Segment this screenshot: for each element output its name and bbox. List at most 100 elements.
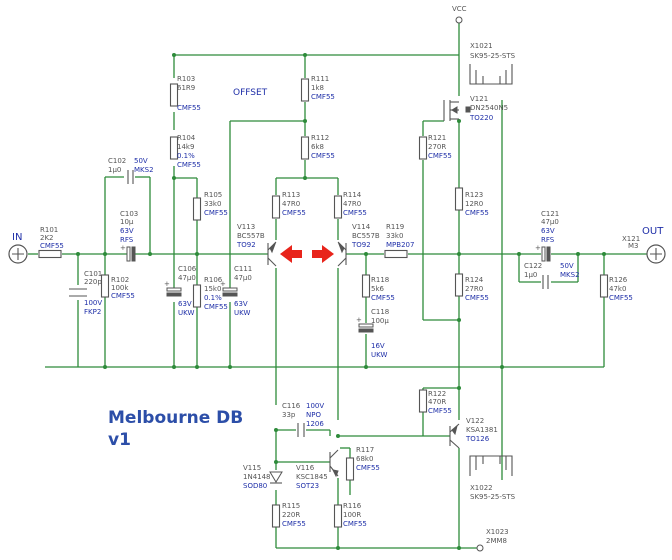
svg-text:63V: 63V <box>234 300 248 308</box>
resistor-R118 <box>361 274 371 298</box>
svg-text:270R: 270R <box>428 143 446 151</box>
transistor-V116 <box>329 449 339 478</box>
svg-text:UKW: UKW <box>178 309 194 317</box>
capacitor-C118: + <box>356 316 374 333</box>
svg-text:R124: R124 <box>465 276 484 284</box>
svg-text:63V: 63V <box>120 227 134 235</box>
svg-text:CMF55: CMF55 <box>465 209 489 217</box>
red-arrows-icon <box>280 245 334 263</box>
svg-text:R115: R115 <box>282 502 300 510</box>
svg-text:SOT23: SOT23 <box>296 482 319 490</box>
svg-text:100V: 100V <box>306 402 324 410</box>
svg-text:KSC1845: KSC1845 <box>296 473 328 481</box>
svg-text:100R: 100R <box>343 511 361 519</box>
svg-text:220R: 220R <box>282 511 300 519</box>
svg-text:2K2: 2K2 <box>40 234 54 242</box>
resistor-R119 <box>384 249 408 259</box>
svg-text:M3: M3 <box>628 242 639 250</box>
svg-text:V113: V113 <box>237 223 255 231</box>
resistor-R123 <box>454 187 464 211</box>
svg-text:R104: R104 <box>177 134 196 142</box>
transistor-V114 <box>337 241 347 267</box>
connector-X1023-icon <box>476 544 484 552</box>
svg-text:C116: C116 <box>282 402 301 410</box>
svg-text:CMF55: CMF55 <box>311 152 335 160</box>
capacitor-C102 <box>127 170 134 184</box>
svg-text:V114: V114 <box>352 223 371 231</box>
svg-text:KSA1381: KSA1381 <box>466 426 498 434</box>
svg-text:V122: V122 <box>466 417 484 425</box>
svg-text:1μ0: 1μ0 <box>108 166 121 174</box>
svg-text:CMF55: CMF55 <box>609 294 633 302</box>
svg-text:R118: R118 <box>371 276 389 284</box>
svg-text:47R0: 47R0 <box>282 200 300 208</box>
svg-text:1206: 1206 <box>306 420 324 428</box>
svg-text:CMF55: CMF55 <box>371 294 395 302</box>
svg-text:47μ0: 47μ0 <box>541 218 559 226</box>
svg-text:50V: 50V <box>560 262 574 270</box>
svg-text:CMF55: CMF55 <box>343 520 367 528</box>
resistor-R124 <box>454 273 464 297</box>
svg-text:R121: R121 <box>428 134 446 142</box>
svg-text:R101: R101 <box>40 226 58 234</box>
svg-text:R119: R119 <box>386 223 404 231</box>
svg-text:R105: R105 <box>204 191 222 199</box>
mosfet-V121 <box>443 100 471 121</box>
svg-text:12R0: 12R0 <box>465 200 483 208</box>
svg-text:MPB207: MPB207 <box>386 241 414 249</box>
resistor-R113 <box>271 195 281 219</box>
svg-text:R117: R117 <box>356 446 374 454</box>
transistor-V113 <box>267 241 277 267</box>
svg-text:C122: C122 <box>524 262 542 270</box>
svg-text:TO126: TO126 <box>465 435 490 443</box>
diode-V115 <box>269 471 283 484</box>
svg-text:+: + <box>120 244 126 252</box>
svg-text:47R0: 47R0 <box>343 200 361 208</box>
svg-text:CMF55: CMF55 <box>356 464 380 472</box>
svg-text:BC557B: BC557B <box>237 232 265 240</box>
svg-text:R113: R113 <box>282 191 300 199</box>
heatsink-X1021-icon <box>469 64 513 85</box>
svg-text:10μ: 10μ <box>120 218 134 226</box>
svg-text:220p: 220p <box>84 278 102 286</box>
svg-text:R112: R112 <box>311 134 329 142</box>
svg-text:6k8: 6k8 <box>311 143 324 151</box>
svg-text:2MM8: 2MM8 <box>486 537 507 545</box>
svg-text:TO92: TO92 <box>351 241 371 249</box>
resistor-R102 <box>100 274 110 298</box>
capacitor-C103: + <box>120 244 136 262</box>
svg-text:DN2540N5: DN2540N5 <box>470 104 508 112</box>
svg-text:R111: R111 <box>311 75 329 83</box>
svg-text:RFS: RFS <box>541 236 555 244</box>
svg-text:47μ0: 47μ0 <box>234 274 252 282</box>
svg-text:1k8: 1k8 <box>311 84 324 92</box>
resistor-R122 <box>418 389 428 413</box>
svg-text:CMF55: CMF55 <box>282 520 306 528</box>
svg-text:27R0: 27R0 <box>465 285 483 293</box>
svg-text:61R9: 61R9 <box>177 84 195 92</box>
svg-text:R102: R102 <box>111 276 129 284</box>
svg-text:SK95-25-STS: SK95-25-STS <box>470 52 516 60</box>
svg-text:C101: C101 <box>84 270 102 278</box>
svg-text:CMF55: CMF55 <box>465 294 489 302</box>
svg-text:CMF55: CMF55 <box>311 93 335 101</box>
vcc-symbol-icon <box>455 16 463 24</box>
svg-text:R103: R103 <box>177 75 195 83</box>
resistor-R126 <box>599 274 609 298</box>
capacitor-C101 <box>69 288 87 297</box>
heatsink-X1022-icon <box>469 455 513 476</box>
svg-text:SOD80: SOD80 <box>243 482 267 490</box>
svg-text:C118: C118 <box>371 308 389 316</box>
svg-text:R114: R114 <box>343 191 362 199</box>
svg-text:CMF55: CMF55 <box>111 292 135 300</box>
svg-text:R116: R116 <box>343 502 362 510</box>
svg-text:UKW: UKW <box>371 351 387 359</box>
svg-text:R126: R126 <box>609 276 628 284</box>
svg-text:C106: C106 <box>178 265 197 273</box>
svg-text:NPO: NPO <box>306 411 321 419</box>
resistor-R105 <box>192 197 202 221</box>
svg-text:TO220: TO220 <box>469 114 493 122</box>
svg-text:1N4148: 1N4148 <box>243 473 271 481</box>
svg-text:X121: X121 <box>622 235 640 243</box>
